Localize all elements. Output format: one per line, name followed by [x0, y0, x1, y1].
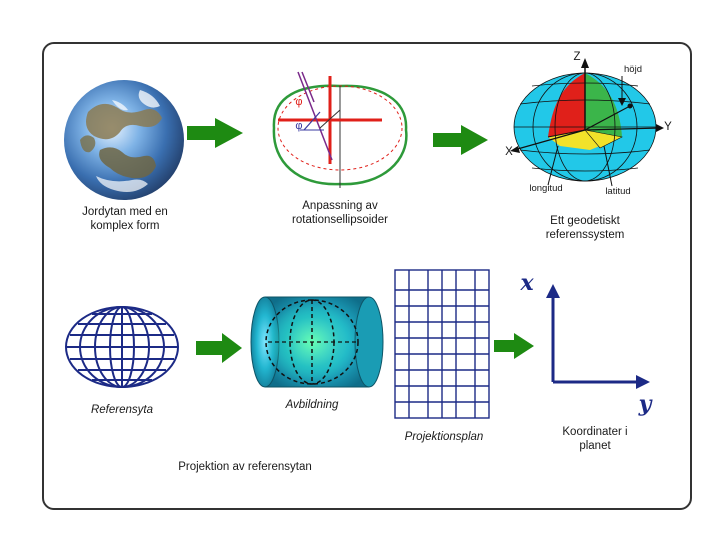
projection-plane-grid	[394, 269, 490, 419]
ellipsoid-caption: Anpassning av rotationsellipsoider	[262, 199, 418, 227]
axis-x-coordinate-label: x	[520, 270, 534, 296]
ellipsoid-phi-lower: φ	[295, 120, 303, 132]
arrow-icon	[494, 333, 534, 359]
ellipsoid-fit-diagram	[272, 71, 408, 188]
reference-surface-grid	[65, 306, 179, 388]
coordinates-caption-line-2: planet	[579, 440, 611, 452]
geodetic-caption-line-1: Ett geodetiskt	[550, 215, 620, 227]
geodetic-globe-diagram	[510, 58, 664, 187]
arrow-icon	[433, 125, 488, 155]
ellipsoid-caption-line-1: Anpassning av	[302, 200, 378, 212]
arrow-icon	[187, 118, 243, 148]
geodetic-caption: Ett geodetiskt referenssystem	[510, 214, 660, 242]
mapping-label: Avbildning	[285, 399, 339, 411]
label-longitude: longitud	[529, 183, 563, 194]
earth-globe-image	[64, 80, 184, 200]
axis-x-label: X	[505, 146, 513, 158]
ellipsoid-phi-upper: φ	[295, 96, 303, 108]
coordinates-caption-line-1: Koordinater i	[562, 426, 628, 438]
ellipsoid-caption-line-2: rotationsellipsoider	[292, 214, 388, 226]
geodetic-caption-line-2: referenssystem	[545, 229, 625, 241]
earth-caption-line-2: komplex form	[90, 220, 160, 232]
label-height: höjd	[624, 64, 642, 75]
earth-caption-line-1: Jordytan med en	[82, 206, 168, 218]
arrow-icon	[196, 333, 242, 363]
label-latitude: latitud	[605, 186, 631, 197]
axis-y-label: Y	[664, 121, 672, 133]
coordinate-axes	[546, 284, 650, 389]
earth-caption: Jordytan med en komplex form	[50, 205, 200, 233]
footer-caption: Projektion av referensytan	[178, 461, 312, 473]
coordinates-caption: Koordinater i planet	[540, 425, 650, 453]
axis-z-label: Z	[573, 51, 581, 63]
axis-y-coordinate-label: y	[638, 391, 652, 417]
projection-plane-label: Projektionsplan	[404, 431, 484, 443]
reference-surface-label: Referensyta	[90, 404, 153, 416]
cylinder-projection	[250, 296, 384, 388]
